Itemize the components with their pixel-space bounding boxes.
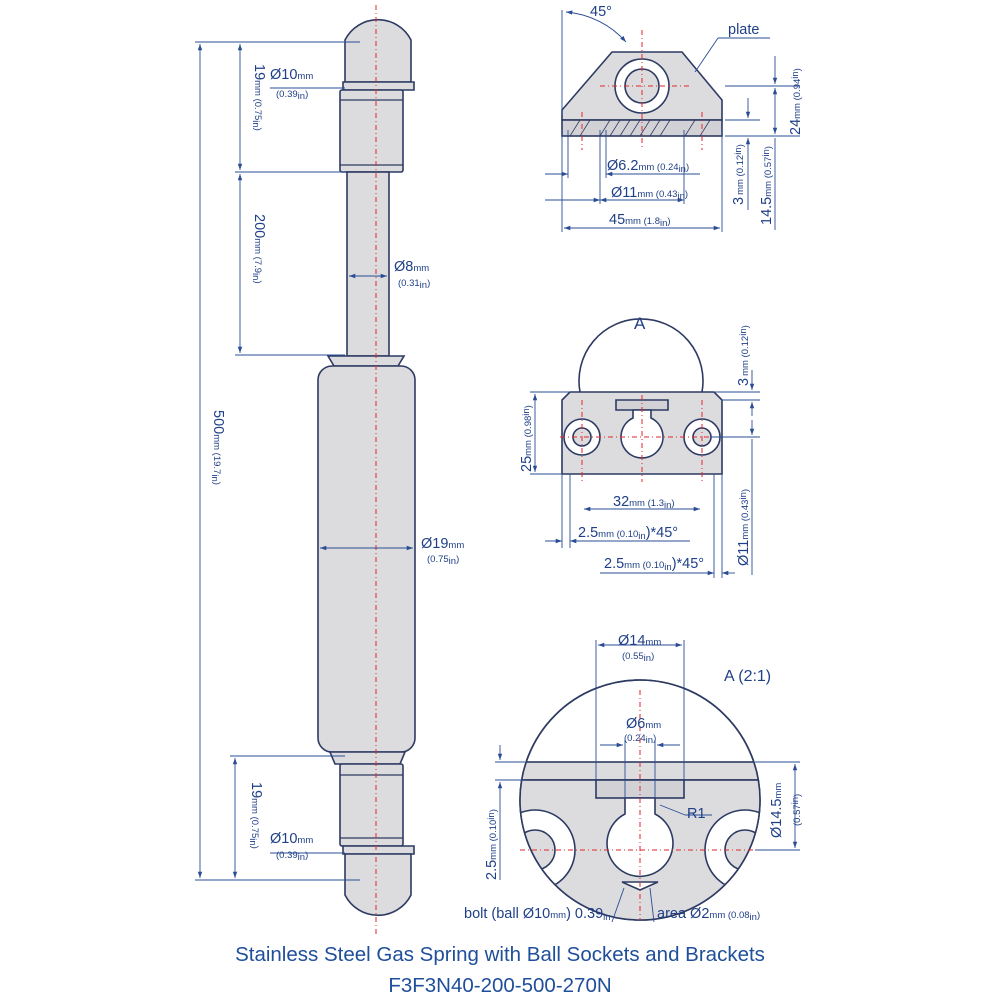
- dim-14-inch: (0.55in): [622, 651, 654, 664]
- label-plate: plate: [728, 22, 759, 38]
- dim-hole-11: Ø11mm (0.43in): [611, 185, 688, 202]
- title-line-2: F3F3N40-200-500-270N: [388, 974, 611, 997]
- label-area: area Ø2mm (0.08in): [657, 906, 760, 923]
- spring-dimension-lines: [197, 44, 413, 878]
- dim-rod-inch: (0.31in): [398, 278, 430, 291]
- dim-chamfer-1: 2.5mm (0.10in)*45°: [578, 525, 678, 542]
- dim-19-top: 19mm (0.75in): [250, 64, 267, 131]
- dim-cylinder: Ø19mm: [421, 536, 464, 552]
- dim-14-5-inch: (0.57in): [790, 794, 803, 826]
- dim-14-5: Ø14.5mm: [769, 783, 785, 838]
- dim-6: Ø6mm: [626, 716, 661, 732]
- gas-spring-side-view: [195, 5, 416, 936]
- dim-ball-top: Ø10mm: [270, 67, 313, 83]
- dim-height-24: 24mm (0.94in): [788, 68, 804, 135]
- dim-cylinder-inch: (0.75in): [427, 554, 459, 567]
- dim-chamfer-2: 2.5mm (0.10in)*45°: [604, 556, 704, 573]
- dim-19-bottom: 19mm (0.75in): [247, 782, 264, 849]
- plate-top-view: [530, 318, 760, 578]
- title-line-1: Stainless Steel Gas Spring with Ball Soc…: [235, 943, 765, 966]
- dim-height-14-5: 14.5mm (0.57in): [759, 146, 775, 225]
- dim-r1: R1: [687, 806, 706, 822]
- label-view-a: A: [634, 314, 646, 333]
- dim-ball-top-inch: (0.39in): [276, 89, 308, 102]
- dim-2-5: 2.5mm (0.10in): [484, 809, 500, 880]
- label-view-a-scale: A (2:1): [724, 668, 771, 685]
- dim-height-3: 3mm (0.12in): [731, 144, 747, 205]
- dim-ball-bottom: Ø10mm: [270, 831, 313, 847]
- dim-11-side: Ø11mm (0.43in): [736, 489, 752, 566]
- dim-14: Ø14mm: [618, 633, 661, 649]
- label-angle-45: 45°: [590, 4, 612, 20]
- dim-3-side: 3mm (0.12in): [736, 325, 752, 386]
- dim-200: 200mm (7.9in): [250, 214, 267, 284]
- dim-width-45: 45mm (1.8in): [609, 212, 671, 229]
- plate-front-view: [545, 10, 800, 232]
- dim-6-inch: (0.24in): [624, 733, 656, 746]
- dim-32: 32mm (1.3in): [613, 494, 675, 511]
- dim-ball-bottom-inch: (0.39in): [276, 850, 308, 863]
- dim-rod: Ø8mm: [394, 259, 429, 275]
- label-bolt: bolt (ball Ø10mm) 0.39in: [464, 906, 611, 923]
- dim-500: 500mm (19.7in): [209, 410, 226, 485]
- dim-25: 25mm (0.98in): [519, 405, 535, 472]
- dim-hole-6-2: Ø6.2mm (0.24in): [607, 158, 689, 175]
